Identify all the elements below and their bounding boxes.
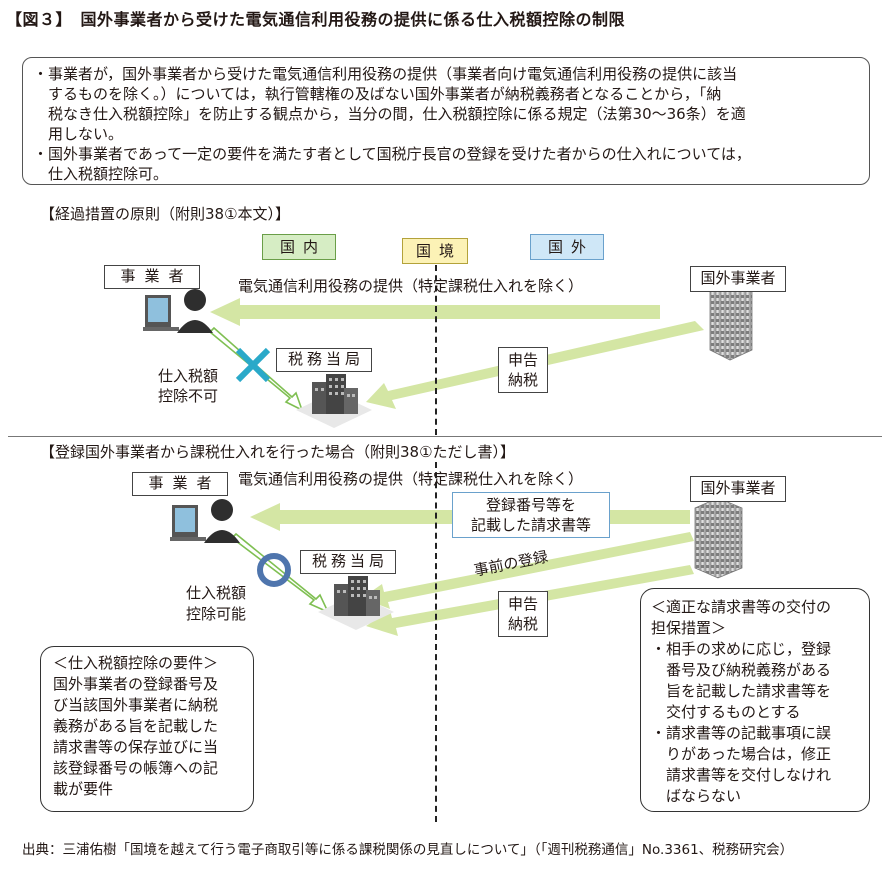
measures-line: ・請求書等の記載事項に誤 <box>651 724 832 742</box>
summary-line: するものを除く。）については，執行管轄権の及ばない国外事業者が納税義務者となるこ… <box>33 85 722 103</box>
report-label-line: 納税 <box>507 615 538 633</box>
report-box-2: 申告 納税 <box>498 591 548 637</box>
measures-line: ・相手の求めに応じ，登録 <box>651 640 832 658</box>
measures-line: 請求書等を交付しなけれ <box>651 766 832 784</box>
foreign-business-box-2: 国外事業者 <box>690 476 786 502</box>
business-box-2: 事業者 <box>132 472 228 496</box>
summary-line: 仕入税額控除可。 <box>33 165 169 183</box>
measures-line: りがあった場合は，修正 <box>651 745 832 763</box>
requirements-line: 国外事業者の登録番号及 <box>53 675 219 693</box>
invoice-box: 登録番号等を 記載した請求書等 <box>452 492 610 538</box>
deduction-label-line: 控除可能 <box>186 605 247 623</box>
border-line-2 <box>435 462 437 822</box>
summary-box: ・事業者が，国外事業者から受けた電気通信利用役務の提供（事業者向け電気通信利用役… <box>22 57 870 185</box>
border-line-1 <box>435 265 437 435</box>
section1-heading: 【経過措置の原則（附則38①本文）】 <box>40 205 291 223</box>
measures-box: ＜適正な請求書等の交付の 担保措置＞ ・相手の求めに応じ，登録 番号及び納税義務… <box>640 588 870 812</box>
measures-title: ＜適正な請求書等の交付の <box>651 598 832 616</box>
deduction-label-1: 仕入税額 控除不可 <box>158 366 218 406</box>
section-divider <box>8 436 882 437</box>
deduction-label-line: 仕入税額 <box>158 367 219 385</box>
skyscraper-icon <box>694 497 743 579</box>
service-label-1: 電気通信利用役務の提供（特定課税仕入れを除く） <box>238 277 584 295</box>
person-at-computer-icon <box>143 289 213 333</box>
registration-arrow <box>362 532 694 609</box>
tax-office-box-2: 税務当局 <box>300 550 396 574</box>
business-box-1: 事業者 <box>104 265 200 289</box>
office-building-icon <box>318 576 394 630</box>
summary-line: ・国外事業者であって一定の要件を満たす者として国税庁長官の登録を受けた者からの仕… <box>33 145 751 163</box>
foreign-tag: 国外 <box>530 234 604 260</box>
report-label-line: 申告 <box>507 351 538 369</box>
invoice-label-line: 記載した請求書等 <box>470 516 591 534</box>
deduction-arrow-2 <box>230 532 330 614</box>
summary-line: ・事業者が，国外事業者から受けた電気通信利用役務の提供（事業者向け電気通信利用役… <box>33 65 738 83</box>
office-building-icon <box>296 374 372 428</box>
invoice-label-line: 登録番号等を <box>485 496 576 514</box>
cross-mark-icon <box>235 347 271 383</box>
measures-title: 担保措置＞ <box>651 619 727 637</box>
foreign-business-box-1: 国外事業者 <box>690 266 786 292</box>
report-label-line: 申告 <box>507 595 538 613</box>
report-box-1: 申告 納税 <box>498 347 548 393</box>
skyscraper-icon <box>709 281 753 361</box>
requirements-line: び当該国外事業者に納税 <box>53 696 219 714</box>
measures-line: ばならない <box>651 787 742 805</box>
summary-line: 税なき仕入税額控除」を防止する観点から，当分の間，仕入税額控除に係る規定（法第3… <box>33 105 746 123</box>
deduction-label-2: 仕入税額 控除可能 <box>186 583 246 625</box>
summary-line: 用しない。 <box>33 125 124 143</box>
report-label-line: 納税 <box>507 371 538 389</box>
requirements-box: ＜仕入税額控除の要件＞ 国外事業者の登録番号及 び当該国外事業者に納税 義務があ… <box>40 646 254 812</box>
deduction-label-line: 仕入税額 <box>186 584 247 602</box>
requirements-line: 請求書等の保存並びに当 <box>53 738 219 756</box>
requirements-line: 義務がある旨を記載した <box>53 717 219 735</box>
requirements-line: 該登録番号の帳簿への記 <box>53 759 219 777</box>
requirements-title: ＜仕入税額控除の要件＞ <box>53 654 219 672</box>
section2-heading: 【登録国外事業者から課税仕入れを行った場合（附則38①ただし書）】 <box>40 443 516 461</box>
service-label-2: 電気通信利用役務の提供（特定課税仕入れを除く） <box>238 470 584 488</box>
requirements-line: 載が要件 <box>53 780 114 798</box>
person-at-computer-icon <box>170 499 240 543</box>
measures-line: 番号及び納税義務がある <box>651 661 832 679</box>
tax-office-box-1: 税務当局 <box>276 348 372 372</box>
figure-title: 【図３】 国外事業者から受けた電気通信利用役務の提供に係る仕入税額控除の制限 <box>6 10 626 29</box>
measures-line: 旨を記載した請求書等を <box>651 682 832 700</box>
circle-mark-icon <box>257 553 291 587</box>
deduction-label-line: 控除不可 <box>158 387 219 405</box>
border-tag: 国境 <box>402 238 468 264</box>
measures-line: 交付するものとする <box>651 703 801 721</box>
source-citation: 出典：三浦佑樹「国境を越えて行う電子商取引等に係る課税関係の見直しについて」（「… <box>22 842 794 858</box>
domestic-tag: 国内 <box>262 234 336 260</box>
